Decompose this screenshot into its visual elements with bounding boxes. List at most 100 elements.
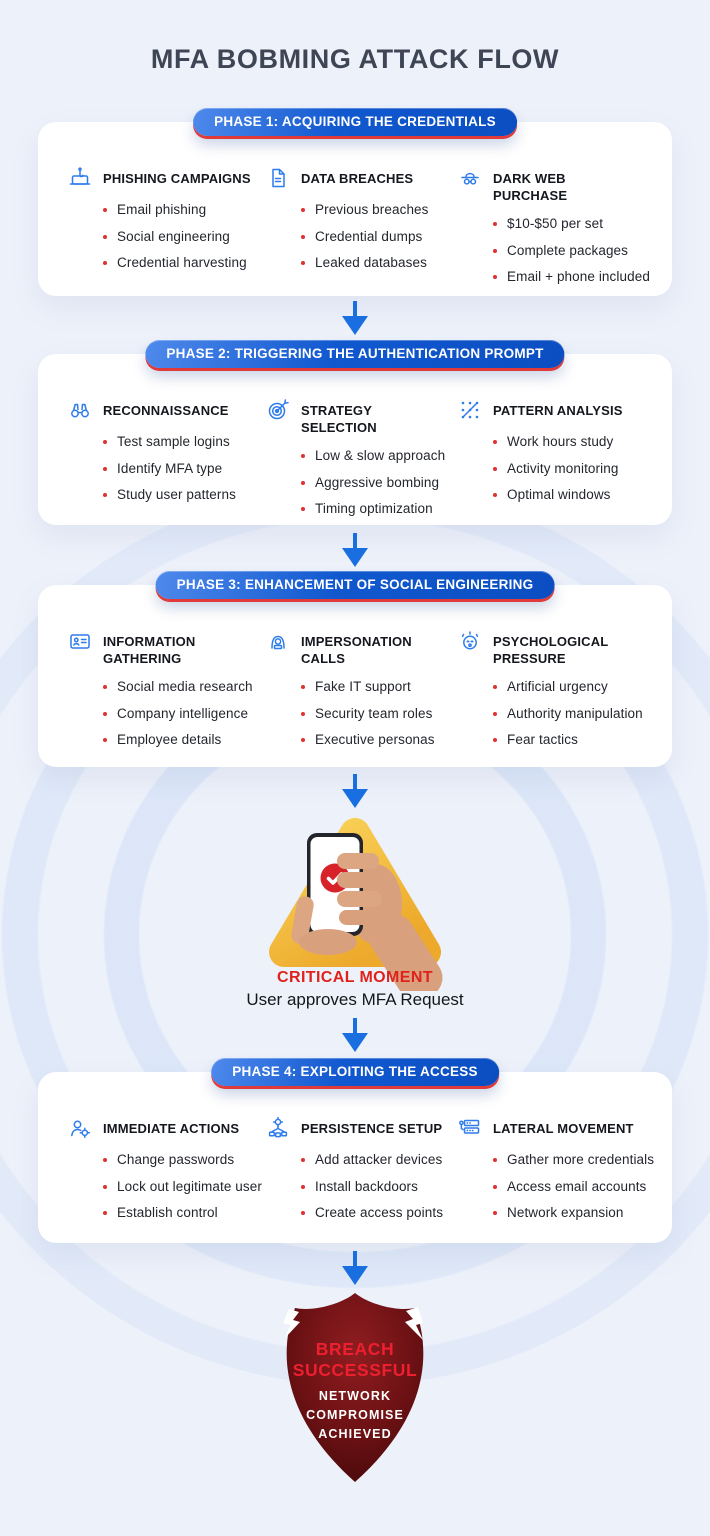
phase-3-card: PHASE 3: ENHANCEMENT OF SOCIAL ENGINEERI… bbox=[38, 571, 672, 767]
flow-arrow-down-5 bbox=[335, 1250, 375, 1288]
bullet-item: Low & slow approach bbox=[301, 449, 458, 463]
bullet-item: Leaked databases bbox=[301, 256, 458, 270]
bullet-item: Identify MFA type bbox=[103, 461, 266, 476]
bullet-item: Network expansion bbox=[493, 1206, 658, 1220]
shield-subline-2: COMPROMISE bbox=[306, 1408, 404, 1422]
column-header: DARK WEB PURCHASE bbox=[458, 168, 658, 204]
column-header: PERSISTENCE SETUP bbox=[266, 1116, 458, 1140]
bullet-item: Company intelligence bbox=[103, 706, 266, 721]
column-header: STRATEGY SELECTION bbox=[266, 398, 458, 436]
bullet-item: Previous breaches bbox=[301, 203, 458, 217]
bullet-item: Fear tactics bbox=[493, 733, 658, 747]
bullet-item: Access email accounts bbox=[493, 1179, 658, 1194]
bullet-item: Fake IT support bbox=[301, 680, 458, 694]
bullet-item: Security team roles bbox=[301, 706, 458, 721]
phase-4-badge: PHASE 4: EXPLOITING THE ACCESS bbox=[211, 1058, 499, 1086]
critical-moment-label: CRITICAL MOMENT bbox=[277, 969, 433, 986]
shield-headline-1: BREACH bbox=[316, 1339, 394, 1359]
phase-3-badge: PHASE 3: ENHANCEMENT OF SOCIAL ENGINEERI… bbox=[155, 571, 555, 599]
thumb bbox=[291, 896, 314, 944]
finger bbox=[337, 853, 379, 869]
column-title: IMMEDIATE ACTIONS bbox=[103, 1121, 240, 1136]
column-title: INFORMATION GATHERING bbox=[103, 634, 196, 666]
column-header: DATA BREACHES bbox=[266, 168, 458, 190]
bullet-item: Timing optimization bbox=[301, 502, 458, 516]
column-title: PERSISTENCE SETUP bbox=[301, 1121, 443, 1136]
column-title: PHISHING CAMPAIGNS bbox=[103, 171, 251, 186]
shield-subline-1: NETWORK bbox=[319, 1389, 391, 1403]
phase-1-card: PHASE 1: ACQUIRING THE CREDENTIALS PHISH… bbox=[38, 108, 672, 297]
spy-hat-icon bbox=[458, 166, 482, 190]
flow-arrow-down-2 bbox=[335, 532, 375, 570]
document-icon bbox=[266, 166, 290, 190]
column-title: RECONNAISSANCE bbox=[103, 403, 229, 418]
user-gear-icon bbox=[68, 1116, 92, 1140]
column-title: STRATEGY SELECTION bbox=[301, 403, 377, 435]
bullet-item: Authority manipulation bbox=[493, 706, 658, 721]
column-header: IMPERSONATION CALLS bbox=[266, 631, 458, 667]
lightning-bolt-right-icon bbox=[405, 1307, 423, 1340]
pattern-dots-icon bbox=[458, 398, 482, 422]
stressed-face-icon bbox=[458, 629, 482, 653]
bullet-item: Aggressive bombing bbox=[301, 475, 458, 490]
bullet-item: Gather more credentials bbox=[493, 1153, 658, 1167]
phase-2-card: PHASE 2: TRIGGERING THE AUTHENTICATION P… bbox=[38, 340, 672, 525]
finger bbox=[337, 872, 382, 888]
bullet-item: Optimal windows bbox=[493, 488, 658, 502]
phase-1-badge-label: PHASE 1: ACQUIRING THE CREDENTIALS bbox=[214, 114, 496, 129]
column-title: PSYCHOLOGICAL PRESSURE bbox=[493, 634, 609, 666]
column-header: PHISHING CAMPAIGNS bbox=[68, 167, 266, 190]
breach-shield: BREACH SUCCESSFUL NETWORK COMPROMISE ACH… bbox=[283, 1293, 424, 1482]
bullet-item: Employee details bbox=[103, 733, 266, 747]
phase-2-badge-label: PHASE 2: TRIGGERING THE AUTHENTICATION P… bbox=[166, 346, 544, 361]
hand-web bbox=[299, 929, 357, 955]
phase-4-card: PHASE 4: EXPLOITING THE ACCESS IMMEDIATE… bbox=[38, 1058, 672, 1243]
column-title: DARK WEB PURCHASE bbox=[493, 171, 568, 203]
bullet-item: Social media research bbox=[103, 680, 266, 694]
bullet-item: Create access points bbox=[301, 1206, 458, 1220]
bullet-item: Activity monitoring bbox=[493, 461, 658, 476]
bullet-item: Complete packages bbox=[493, 243, 658, 258]
bullet-item: $10-$50 per set bbox=[493, 217, 658, 231]
flow-arrow-down-3 bbox=[335, 773, 375, 811]
column-header: RECONNAISSANCE bbox=[68, 400, 266, 422]
critical-moment-description: User approves MFA Request bbox=[246, 990, 464, 1009]
column-header: PATTERN ANALYSIS bbox=[458, 400, 658, 422]
bullet-item: Social engineering bbox=[103, 229, 266, 244]
bullet-item: Email + phone included bbox=[493, 270, 658, 284]
network-gear-icon bbox=[266, 1116, 290, 1140]
flow-arrow-down-4 bbox=[335, 1017, 375, 1055]
column-header: LATERAL MOVEMENT bbox=[458, 1118, 658, 1140]
phase-4-badge-label: PHASE 4: EXPLOITING THE ACCESS bbox=[232, 1064, 478, 1079]
flow-arrow-down-1 bbox=[335, 300, 375, 338]
bullet-item: Study user patterns bbox=[103, 488, 266, 502]
bullet-item: Credential harvesting bbox=[103, 256, 266, 270]
column-header: INFORMATION GATHERING bbox=[68, 631, 266, 667]
target-icon bbox=[266, 398, 290, 422]
column-title: IMPERSONATION CALLS bbox=[301, 634, 412, 666]
bullet-item: Change passwords bbox=[103, 1153, 266, 1167]
